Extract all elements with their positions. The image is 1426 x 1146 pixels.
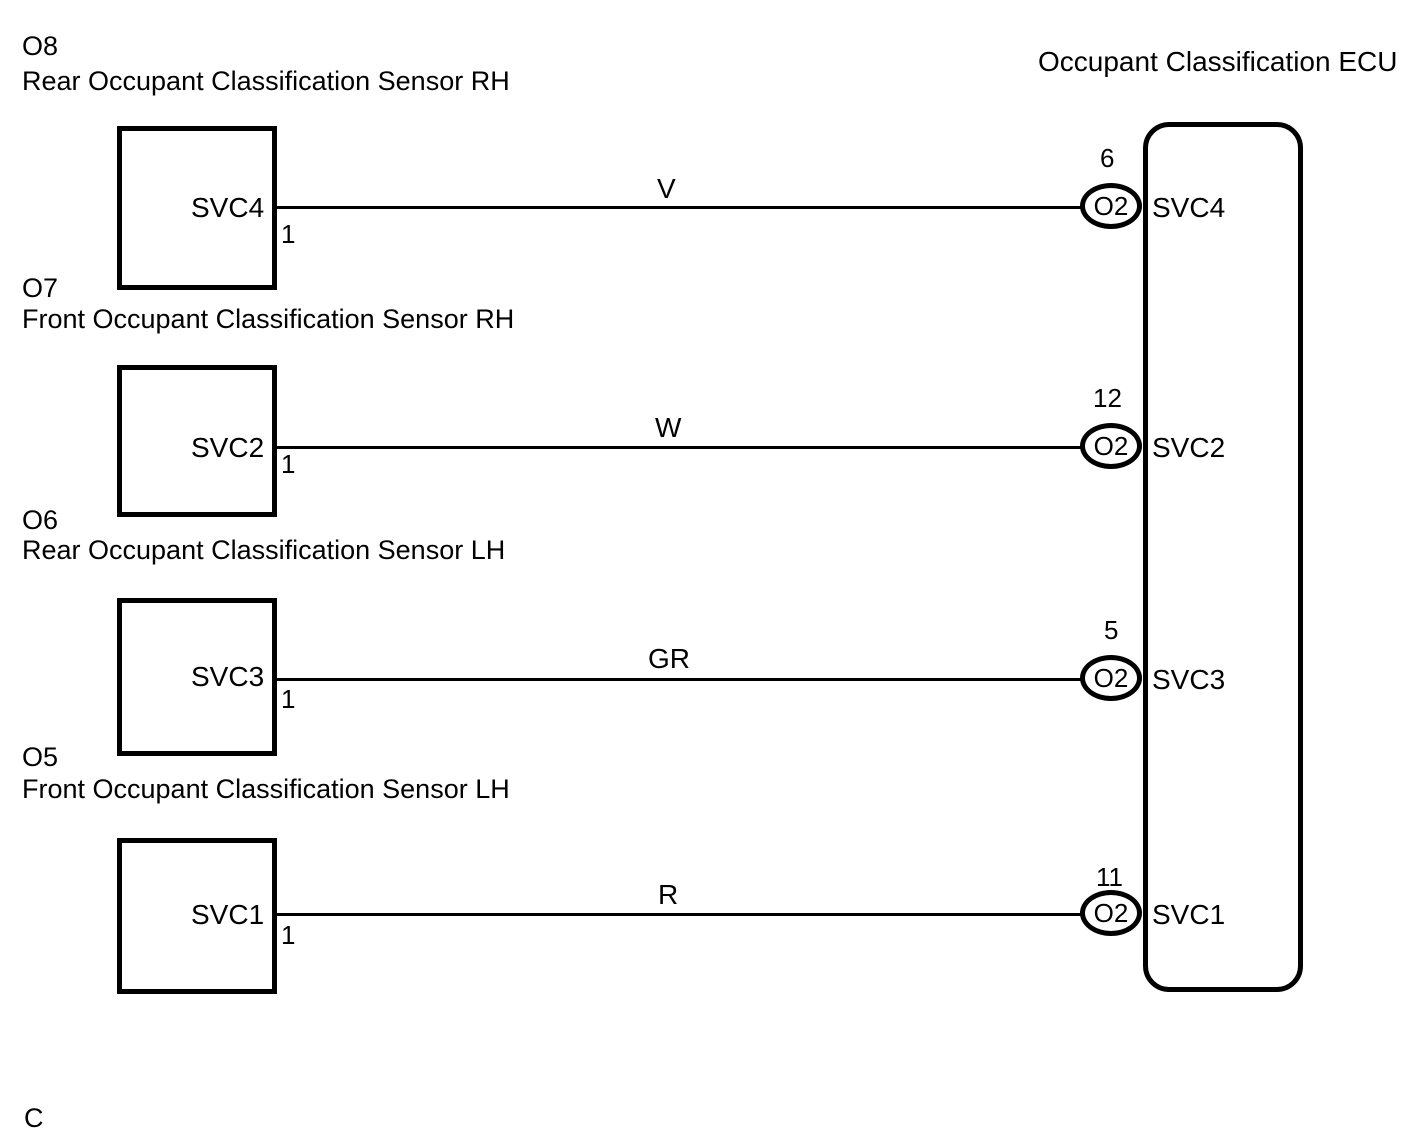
ecu-terminal-code-svc4: O2 [1093,191,1129,221]
ecu-terminal-svc2: O2 [1080,423,1142,469]
connector-pin-number-o5: 1 [281,920,296,950]
connector-box-o7 [117,365,277,517]
connector-code-o6: O6 [22,505,59,535]
wire-color-label-v: V [657,173,676,204]
ecu-terminal-code-svc2: O2 [1093,431,1129,461]
ecu-terminal-code-svc3: O2 [1093,663,1129,693]
wire-color-label-gr: GR [648,643,690,674]
ecu-terminal-svc1: O2 [1080,890,1142,936]
connector-box-o6 [117,598,277,756]
connector-port-label-svc3: SVC3 [191,661,265,692]
ecu-pin-number-5: 5 [1104,615,1119,645]
ecu-terminal-code-svc1: O2 [1093,898,1129,928]
connector-code-o8: O8 [22,31,59,61]
occupant-classification-ecu-body [1143,122,1303,992]
connector-box-o5 [117,838,277,994]
connector-name-o5: Front Occupant Classification Sensor LH [22,774,510,804]
wire-o8-to-ecu [277,206,1082,209]
connector-name-o7: Front Occupant Classification Sensor RH [22,304,515,334]
connector-box-o8 [117,126,277,290]
connector-code-o7: O7 [22,273,59,303]
connector-code-o5: O5 [22,742,59,772]
ecu-terminal-svc4: O2 [1080,183,1142,229]
ecu-port-label-svc1: SVC1 [1152,899,1226,930]
ecu-pin-number-6: 6 [1100,143,1115,173]
wire-o7-to-ecu [277,446,1082,449]
connector-name-o8: Rear Occupant Classification Sensor RH [22,66,510,96]
connector-port-label-svc4: SVC4 [191,192,265,223]
ecu-pin-number-11: 11 [1096,862,1123,892]
ecu-title: Occupant Classification ECU [1038,46,1398,77]
connector-port-label-svc1: SVC1 [191,899,265,930]
connector-pin-number-o7: 1 [281,449,296,479]
ecu-port-label-svc4: SVC4 [1152,192,1226,223]
ecu-pin-number-12: 12 [1093,383,1122,413]
ecu-port-label-svc3: SVC3 [1152,664,1226,695]
connector-name-o6: Rear Occupant Classification Sensor LH [22,535,506,565]
connector-pin-number-o8: 1 [281,219,296,249]
wire-o5-to-ecu [277,913,1082,916]
connector-pin-number-o6: 1 [281,684,296,714]
wire-color-label-r: R [658,879,679,910]
page-reference-mark: C [24,1103,44,1133]
wire-color-label-w: W [655,412,682,443]
ecu-terminal-svc3: O2 [1080,655,1142,701]
wire-o6-to-ecu [277,678,1082,681]
ecu-port-label-svc2: SVC2 [1152,432,1226,463]
connector-port-label-svc2: SVC2 [191,432,265,463]
